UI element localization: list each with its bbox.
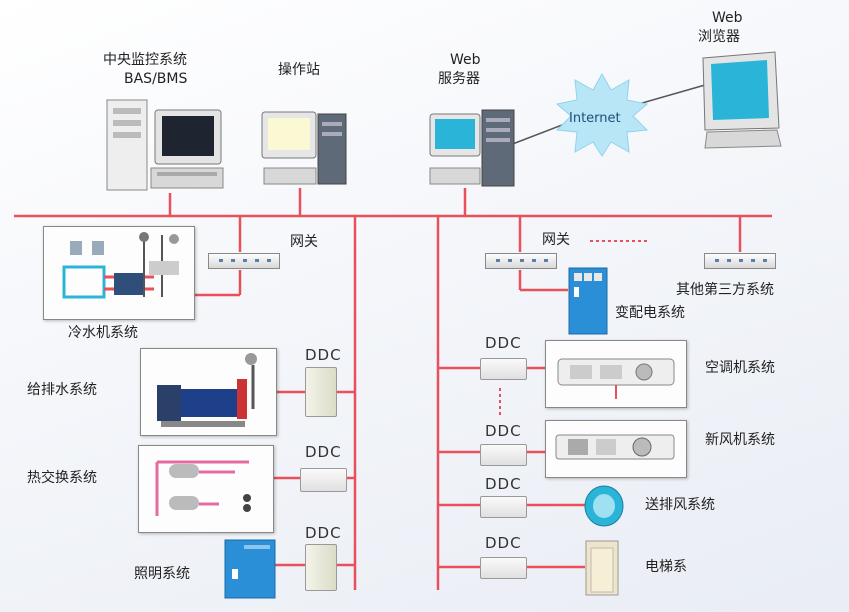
bas-bms-title: 中央监控系统 <box>103 52 187 68</box>
ahu-system-label: 空调机系统 <box>705 360 775 376</box>
ddc-controller-ahu <box>480 358 527 380</box>
chiller-system-label: 冷水机系统 <box>68 325 138 341</box>
fresh-air-system-panel <box>545 420 687 478</box>
elevator-car-icon <box>585 540 619 596</box>
water-pump-icon <box>157 353 257 427</box>
web-server-label-2: 服务器 <box>438 71 480 87</box>
ddc-controller-lighting <box>305 544 337 591</box>
lighting-panel-icon <box>224 539 276 599</box>
ddc-label-elevator: DDC <box>485 534 522 552</box>
fresh-air-system-label: 新风机系统 <box>705 432 775 448</box>
internet-label: Internet <box>569 111 621 126</box>
third-party-gateway-switch <box>704 253 776 269</box>
web-server-icon <box>429 109 515 187</box>
web-browser-label-2: 浏览器 <box>698 29 740 45</box>
water-system-label: 给排水系统 <box>27 382 97 398</box>
third-party-system-label: 其他第三方系统 <box>676 282 774 298</box>
water-system-panel <box>140 348 277 436</box>
left-gateway-switch <box>208 253 280 269</box>
heat-exchange-label: 热交换系统 <box>27 470 97 486</box>
ddc-controller-elevator <box>480 557 527 579</box>
chiller-plant-icon <box>62 232 179 299</box>
ddc-label-fresh-air: DDC <box>485 422 522 440</box>
bas-bms-subtitle: BAS/BMS <box>124 71 188 87</box>
ddc-label-ahu: DDC <box>485 334 522 352</box>
ddc-label-exhaust: DDC <box>485 475 522 493</box>
heat-exchange-panel <box>138 445 274 533</box>
elevator-system-label: 电梯系 <box>645 559 687 575</box>
fresh-air-unit-icon <box>555 434 675 460</box>
right-gateway-switch <box>485 253 557 269</box>
exhaust-system-label: 送排风系统 <box>645 497 715 513</box>
left-gateway-label: 网关 <box>290 234 318 250</box>
ddc-label-lighting: DDC <box>305 524 342 542</box>
right-gateway-label: 网关 <box>542 232 570 248</box>
web-browser-label-1: Web <box>712 10 743 26</box>
ddc-controller-exhaust <box>480 496 527 518</box>
ddc-label-water: DDC <box>305 346 342 364</box>
power-system-label: 变配电系统 <box>615 305 685 321</box>
heat-exchanger-icon <box>155 460 251 516</box>
air-handling-unit-icon <box>557 358 675 399</box>
operator-workstation-icon <box>261 111 347 185</box>
chiller-system-panel <box>43 226 195 320</box>
operator-station-label: 操作站 <box>278 62 320 78</box>
internet-link-right <box>634 84 706 106</box>
central-monitor-computer-icon <box>106 99 224 191</box>
exhaust-fan-icon <box>584 485 624 527</box>
ddc-label-heat: DDC <box>305 443 342 461</box>
web-browser-computer-icon <box>702 51 782 149</box>
web-server-label-1: Web <box>450 52 481 68</box>
ahu-system-panel <box>545 340 687 408</box>
lighting-system-label: 照明系统 <box>134 566 190 582</box>
internet-cloud-icon <box>555 72 649 157</box>
switchgear-cabinet-icon <box>568 267 608 335</box>
ddc-controller-heat <box>300 468 347 492</box>
ddc-controller-fresh-air <box>480 444 527 466</box>
ddc-controller-water <box>305 367 337 417</box>
